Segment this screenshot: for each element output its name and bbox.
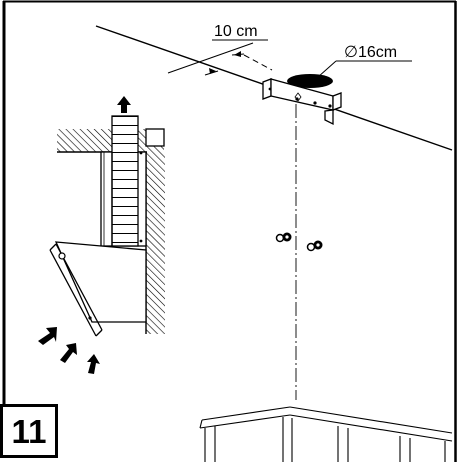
duct-opening xyxy=(287,74,333,88)
diameter-leader xyxy=(317,60,412,78)
step-number-box: 11 xyxy=(0,404,58,458)
step-number: 11 xyxy=(11,412,47,450)
cooktop-outline xyxy=(199,406,453,462)
intake-airflow-arrow-icon xyxy=(60,343,77,363)
spacing-dimension xyxy=(167,39,273,76)
intake-airflow-arrow-icon xyxy=(38,327,57,345)
wall-plug-screw-icon xyxy=(306,240,323,252)
upward-airflow-arrow-icon xyxy=(117,96,131,113)
ceiling-bracket xyxy=(262,78,342,126)
wall-plug-screw-icon xyxy=(275,232,292,243)
duct-diameter-label: ∅16cm xyxy=(344,44,398,61)
intake-airflow-arrow-icon xyxy=(87,354,100,374)
hood-side-section xyxy=(49,115,165,337)
spacing-label: 10 cm xyxy=(214,23,258,40)
